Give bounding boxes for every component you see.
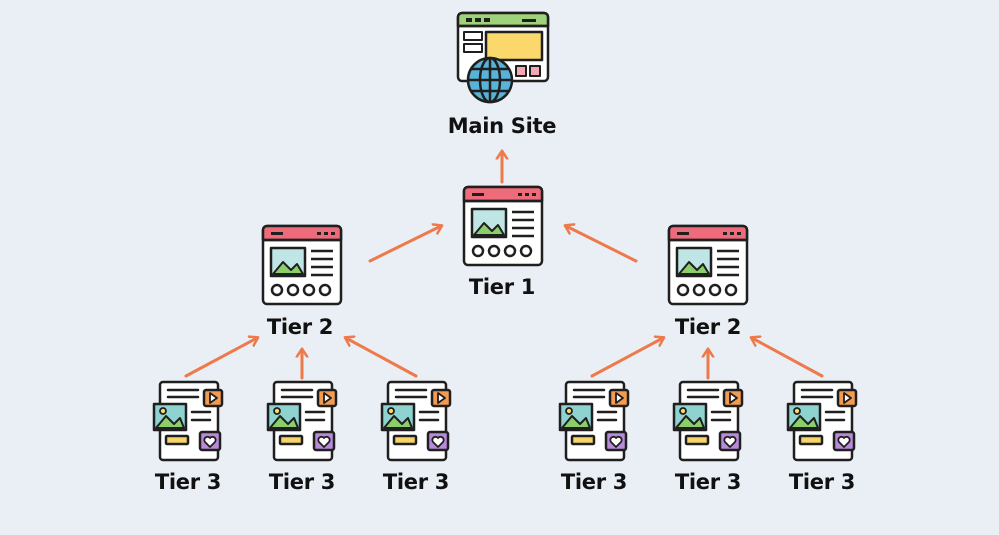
tier3-label-6: Tier 3 <box>788 470 856 494</box>
content-post-icon <box>380 380 452 462</box>
content-post-icon <box>672 380 744 462</box>
content-post-icon <box>152 380 224 462</box>
content-post-icon <box>558 380 630 462</box>
browser-globe-icon <box>456 11 550 104</box>
arrow-tier3-3-to-tier2-left <box>346 338 418 378</box>
webpage-icon <box>462 185 544 267</box>
webpage-icon <box>667 224 749 306</box>
tier3-label-4: Tier 3 <box>560 470 628 494</box>
tier3-label-3: Tier 3 <box>382 470 450 494</box>
tier3-label-2: Tier 3 <box>268 470 336 494</box>
tier3-label-5: Tier 3 <box>674 470 742 494</box>
tier2-left-label: Tier 2 <box>266 315 334 339</box>
arrow-tier3-1-to-tier2-left <box>184 338 257 378</box>
tier1-label: Tier 1 <box>468 275 536 299</box>
arrow-tier3-4-to-tier2-right <box>590 338 663 378</box>
tier3-label-1: Tier 3 <box>154 470 222 494</box>
tier2-right-label: Tier 2 <box>674 315 742 339</box>
content-post-icon <box>266 380 338 462</box>
arrow-tier2-left-to-tier1 <box>368 226 441 263</box>
arrow-tier2-right-to-tier1 <box>566 226 638 263</box>
arrow-tier3-6-to-tier2-right <box>752 338 824 378</box>
content-post-icon <box>786 380 858 462</box>
main-site-label: Main Site <box>447 114 557 138</box>
webpage-icon <box>261 224 343 306</box>
